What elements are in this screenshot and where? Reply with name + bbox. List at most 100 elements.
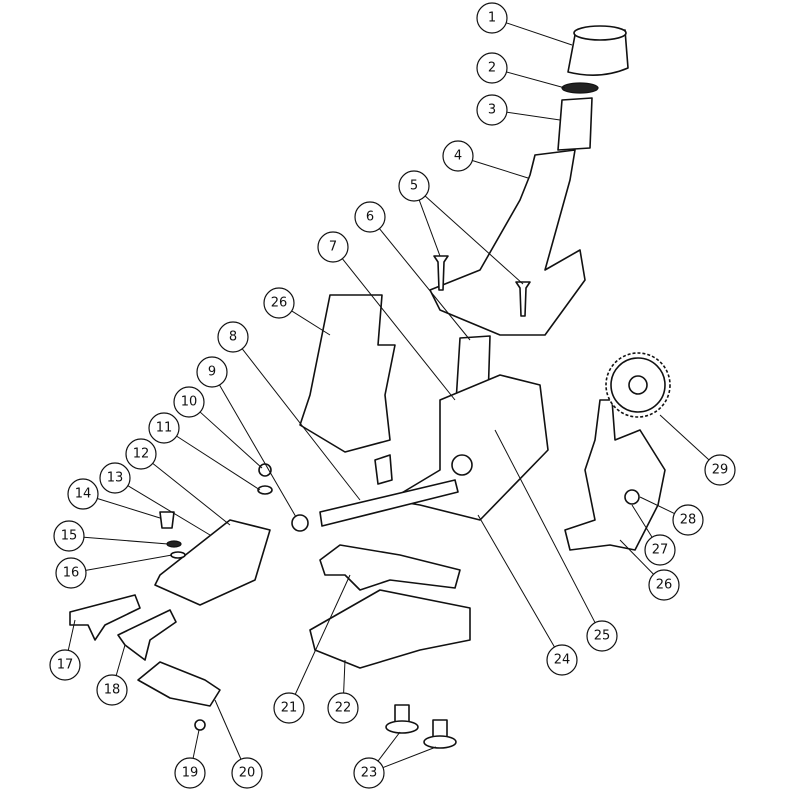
callout-5: 5 (398, 170, 430, 202)
part-post (374, 454, 393, 485)
callout-number: 7 (329, 240, 337, 255)
leader-line-29 (659, 414, 710, 461)
leader-line-26 (291, 310, 331, 336)
leader-line-3 (506, 111, 561, 121)
leader-line-18 (115, 644, 126, 676)
callout-number: 3 (488, 103, 496, 118)
callout-20: 20 (231, 757, 263, 789)
callout-number: 29 (712, 463, 729, 478)
callout-3: 3 (476, 94, 508, 126)
callout-bubble (125, 438, 157, 470)
callout-7: 7 (317, 231, 349, 263)
part-bushing (451, 454, 473, 476)
callout-2: 2 (476, 52, 508, 84)
callout-12: 12 (125, 438, 157, 470)
part-washer (291, 514, 309, 532)
callout-number: 2 (488, 61, 496, 76)
leader-line-15 (83, 536, 169, 545)
callout-19: 19 (174, 757, 206, 789)
callout-21: 21 (273, 692, 305, 724)
callout-number: 8 (229, 330, 237, 345)
part-bolt (159, 511, 175, 529)
part-clip (166, 540, 182, 548)
part-upper-blade (319, 544, 461, 591)
callout-bubble (704, 454, 736, 486)
callout-number: 21 (281, 701, 298, 716)
callout-number: 14 (75, 487, 92, 502)
callout-bubble (644, 534, 676, 566)
part-gear-hub (628, 375, 648, 395)
leader-line-28 (639, 496, 675, 514)
callout-24: 24 (546, 644, 578, 676)
part-main-body (389, 374, 549, 521)
part-fork-a (69, 594, 141, 641)
callout-bubble (648, 569, 680, 601)
leader-line-13 (127, 485, 211, 536)
callout-bubble (327, 692, 359, 724)
leader-line-22 (343, 659, 346, 694)
callout-bubble (317, 231, 349, 263)
part-foot-b (423, 735, 457, 749)
callout-number: 15 (61, 529, 78, 544)
callout-number: 13 (107, 471, 124, 486)
leader-line-2 (506, 71, 566, 89)
part-pin (319, 479, 459, 527)
part-upper-housing (429, 149, 586, 336)
callout-number: 11 (156, 421, 173, 436)
callout-6: 6 (354, 201, 386, 233)
part-nut-small (194, 719, 206, 731)
callout-number: 18 (104, 683, 121, 698)
part-spring-clip (137, 661, 221, 707)
callout-23: 23 (353, 757, 385, 789)
callout-10: 10 (173, 386, 205, 418)
callout-bubble (354, 201, 386, 233)
callout-11: 11 (148, 412, 180, 444)
callout-number: 26 (656, 578, 673, 593)
callout-14: 14 (67, 478, 99, 510)
callout-15: 15 (53, 520, 85, 552)
callout-1: 1 (476, 2, 508, 34)
part-washer-small (257, 485, 273, 495)
callout-bubble (476, 2, 508, 34)
callout-number: 9 (208, 365, 216, 380)
leader-line-10 (199, 411, 263, 469)
leader-line-24 (477, 514, 555, 648)
leader-line-19 (192, 729, 200, 759)
callout-number: 27 (652, 543, 669, 558)
callout-25: 25 (586, 620, 618, 652)
part-comb (309, 589, 471, 669)
callout-13: 13 (99, 462, 131, 494)
part-screw-b (515, 281, 531, 317)
callout-bubble (96, 674, 128, 706)
leader-line-5 (424, 195, 524, 285)
leader-lines (67, 22, 710, 769)
leader-line-7 (341, 258, 456, 401)
part-sleeve (557, 97, 593, 151)
callout-number: 10 (181, 395, 198, 410)
callout-29: 29 (704, 454, 736, 486)
callout-26: 26 (263, 287, 295, 319)
leader-line-20 (214, 699, 242, 760)
callout-bubble (173, 386, 205, 418)
callout-bubble (67, 478, 99, 510)
callout-bubble (353, 757, 385, 789)
callout-9: 9 (196, 356, 228, 388)
callout-bubble (476, 52, 508, 84)
part-cap (567, 29, 629, 76)
leader-line-8 (241, 348, 361, 501)
callout-bubble (99, 462, 131, 494)
leader-line-4 (472, 160, 529, 179)
callout-bubble (217, 321, 249, 353)
callout-number: 25 (594, 629, 611, 644)
callout-bubble (546, 644, 578, 676)
callout-bubble (196, 356, 228, 388)
callout-number: 23 (361, 766, 378, 781)
callout-bubble (586, 620, 618, 652)
callout-bubble (148, 412, 180, 444)
leader-line-9 (219, 384, 297, 518)
part-fork-b (117, 609, 177, 661)
callout-bubble (55, 557, 87, 589)
